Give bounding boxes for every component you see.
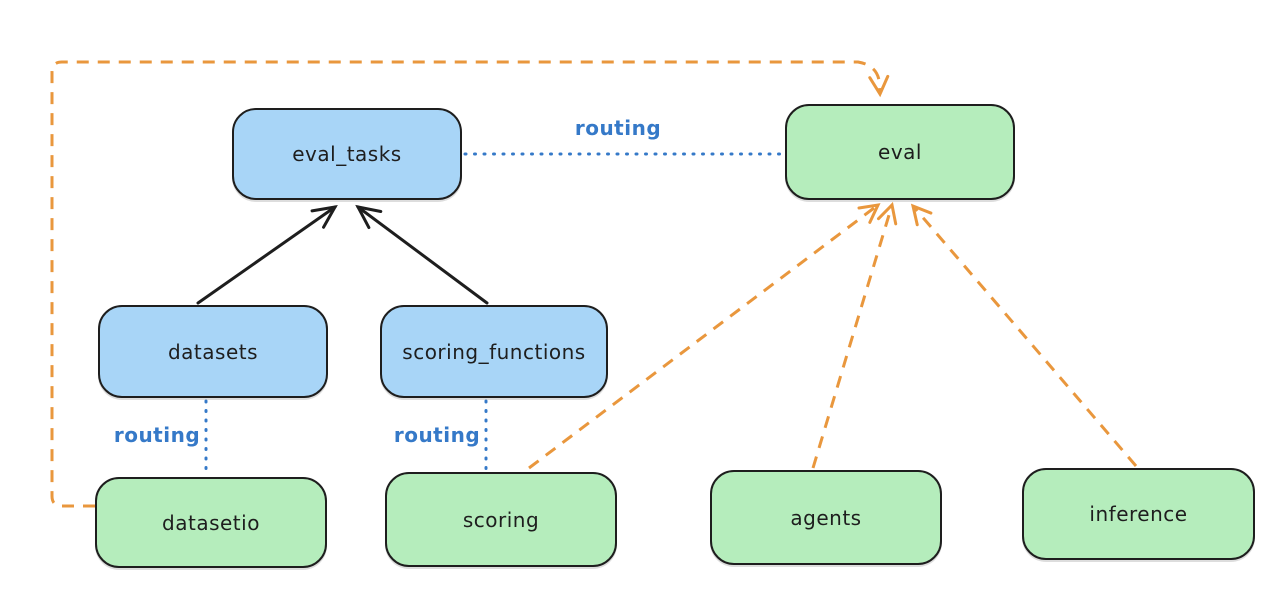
node-agents-label: agents [790, 505, 862, 530]
node-scoring-functions: scoring_functions [380, 305, 608, 398]
edge-inference-to-eval [910, 203, 1138, 467]
node-inference: inference [1022, 468, 1255, 560]
node-scoring: scoring [385, 472, 617, 567]
node-datasetio-label: datasetio [162, 510, 260, 535]
edge-datasets-to-eval-tasks [196, 204, 338, 305]
node-scoring-functions-label: scoring_functions [402, 339, 586, 364]
edge-scoring-to-eval [528, 203, 881, 470]
node-eval: eval [785, 104, 1015, 200]
edge-label-routing-scoring-functions-scoring: routing [393, 423, 481, 447]
edge-agents-to-eval [811, 201, 898, 469]
node-inference-label: inference [1089, 502, 1188, 526]
node-eval-tasks: eval_tasks [232, 108, 462, 200]
node-datasets: datasets [98, 305, 328, 398]
node-eval-label: eval [878, 140, 922, 164]
node-datasets-label: datasets [167, 339, 259, 364]
node-eval-tasks-label: eval_tasks [292, 142, 402, 166]
node-datasetio: datasetio [95, 477, 327, 568]
node-scoring-label: scoring [462, 507, 540, 532]
node-agents: agents [710, 470, 942, 565]
edge-label-routing-eval-tasks-eval: routing [574, 116, 662, 140]
edge-scoring-functions-to-eval-tasks [355, 204, 489, 305]
edge-label-routing-datasets-datasetio: routing [113, 423, 201, 447]
